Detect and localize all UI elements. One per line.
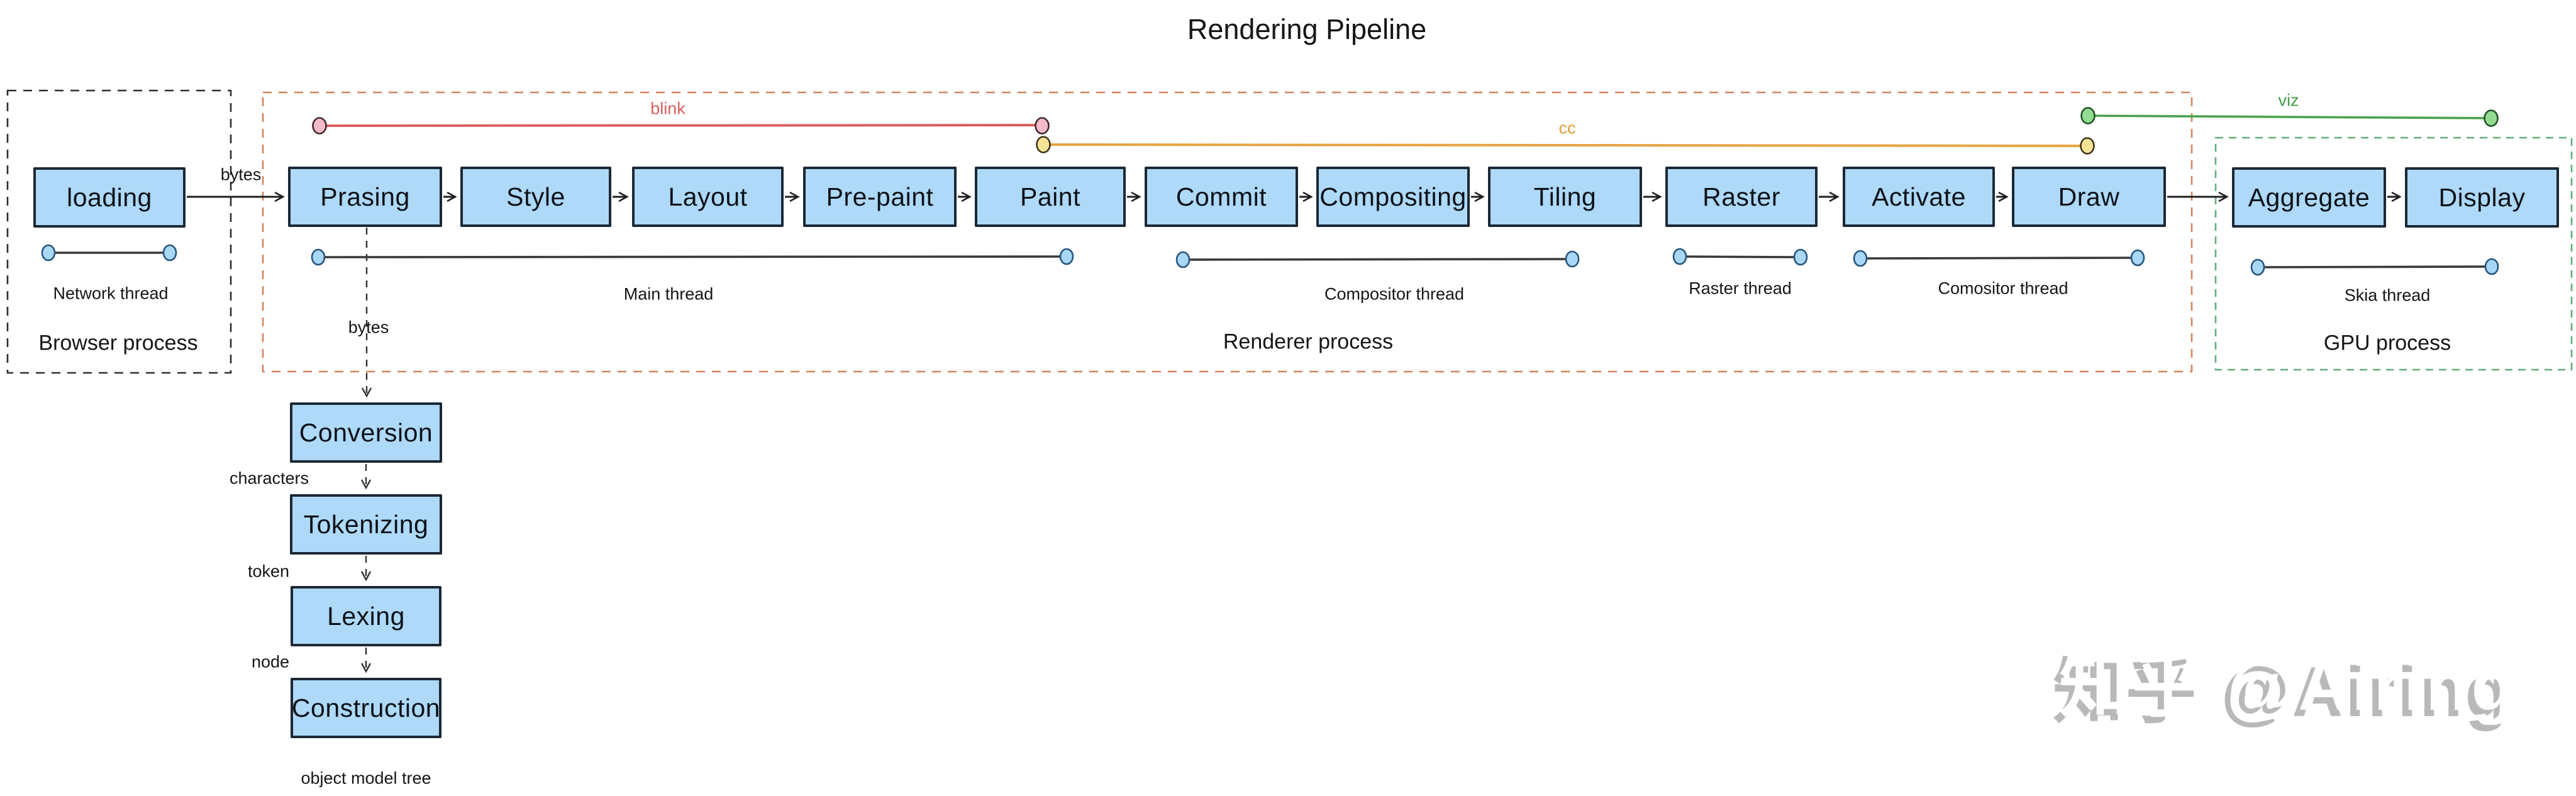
renderer-process-label: Renderer process [1223, 329, 1394, 354]
node-compositing-label: Compositing [1319, 182, 1467, 211]
node-draw-label: Draw [2058, 182, 2120, 211]
node-compositing: Compositing [1316, 167, 1470, 227]
node-layout-label: Layout [668, 182, 748, 211]
node-commit-label: Commit [1175, 182, 1267, 211]
zhihu-watermark: 知乎 @Airing [2059, 646, 2517, 725]
node-prasing-label: Prasing [320, 182, 410, 211]
node-layout: Layout [632, 167, 784, 227]
cc-line [1036, 136, 2095, 155]
viz-start-dot [2080, 107, 2096, 124]
comositor-thread-label: Comositor thread [1938, 279, 2068, 298]
node-conversion: Conversion [290, 402, 442, 463]
node-loading-label: loading [67, 182, 152, 212]
thread-dots [41, 244, 2499, 276]
node-style-label: Style [506, 182, 565, 211]
node-style: Style [460, 167, 611, 227]
gpu-process-box [2214, 136, 2573, 371]
viz-end-dot [2484, 109, 2499, 127]
cc-end-dot [2080, 137, 2095, 155]
node-tiling-label: Tiling [1533, 182, 1597, 211]
node-edge-label: node [251, 652, 290, 672]
node-commit: Commit [1145, 167, 1298, 227]
browser-process-label: Browser process [38, 331, 198, 355]
node-aggregate: Aggregate [2232, 167, 2386, 228]
characters-label: characters [229, 468, 309, 488]
network-thread-label: Network thread [53, 284, 169, 303]
node-prasing: Prasing [288, 167, 442, 227]
node-raster-label: Raster [1702, 182, 1780, 211]
browser-process-box [6, 89, 232, 374]
bytes-horizontal-label: bytes [220, 165, 262, 184]
node-raster: Raster [1665, 167, 1818, 227]
parse-chain-arrows [360, 228, 372, 673]
cc-label: cc [1558, 118, 1576, 138]
viz-label: viz [2278, 91, 2299, 110]
blink-line [312, 117, 1050, 135]
node-lexing-label: Lexing [327, 601, 405, 631]
skia-thread-label: Skia thread [2344, 285, 2431, 305]
node-aggregate-label: Aggregate [2248, 182, 2370, 212]
node-activate-label: Activate [1872, 182, 1966, 211]
node-tokenizing: Tokenizing [290, 494, 442, 555]
node-lexing: Lexing [291, 586, 441, 646]
node-construction-label: Construction [291, 693, 441, 722]
blink-label: blink [650, 99, 686, 118]
thread-lines [48, 252, 2492, 268]
cc-start-dot [1036, 136, 1051, 153]
raster-thread-label: Raster thread [1689, 279, 1792, 298]
page-title: Rendering Pipeline [1187, 13, 1427, 45]
node-tiling: Tiling [1488, 167, 1642, 227]
node-display: Display [2405, 167, 2559, 228]
node-activate: Activate [1843, 167, 1995, 227]
gpu-process-label: GPU process [2323, 331, 2451, 355]
object-model-tree-label: object model tree [301, 768, 431, 788]
node-pre-paint: Pre-paint [803, 167, 957, 227]
token-label: token [247, 561, 290, 581]
node-draw: Draw [2012, 167, 2166, 227]
node-conversion-label: Conversion [299, 417, 433, 447]
main-thread-label: Main thread [623, 284, 714, 304]
node-paint-label: Paint [1020, 182, 1080, 211]
blink-start-dot [312, 117, 327, 135]
node-loading: loading [33, 167, 186, 228]
renderer-process-box [262, 91, 2193, 373]
bytes-vertical-label: bytes [348, 318, 389, 337]
compositor-thread-label: Compositor thread [1324, 284, 1465, 304]
node-tokenizing-label: Tokenizing [303, 509, 429, 539]
viz-line [2080, 107, 2499, 127]
blink-end-dot [1035, 117, 1050, 135]
node-construction: Construction [291, 678, 441, 738]
compositor-thread-line [1182, 258, 1573, 261]
node-paint: Paint [975, 167, 1126, 227]
node-pre-paint-label: Pre-paint [826, 182, 934, 211]
node-display-label: Display [2438, 182, 2526, 212]
